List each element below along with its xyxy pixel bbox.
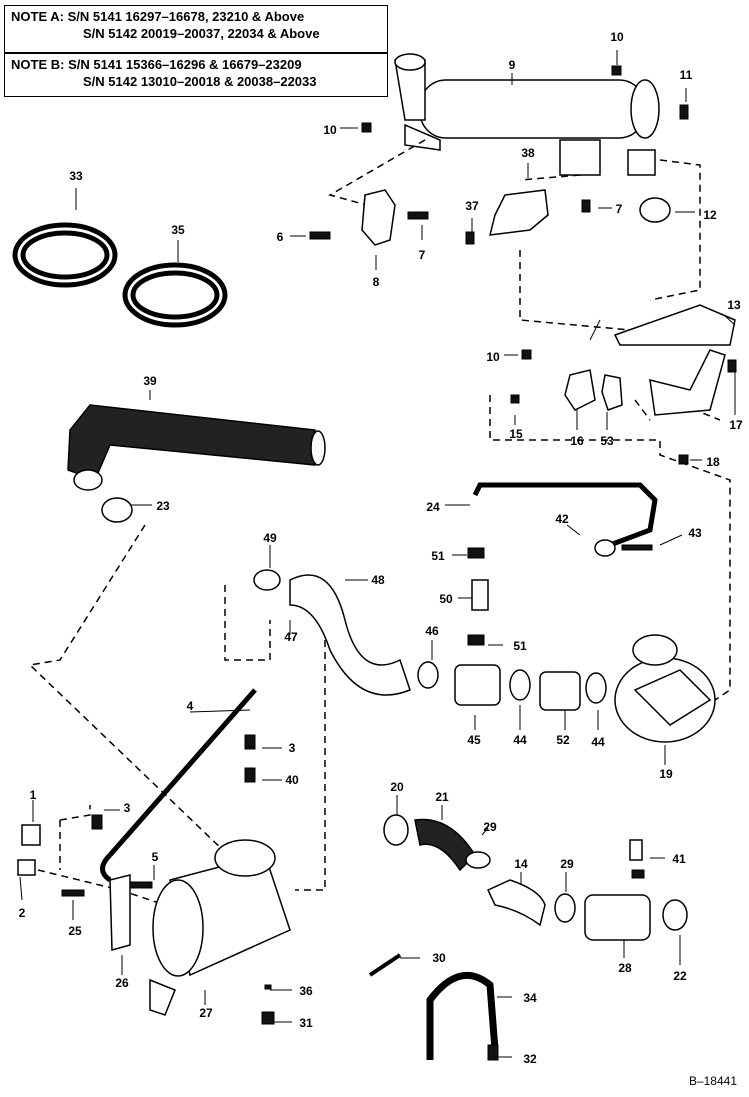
callout-10c: 10: [486, 350, 500, 364]
callout-6: 6: [276, 230, 284, 244]
callout-51b: 51: [513, 639, 527, 653]
exhaust-pipe-13: [613, 304, 736, 346]
callout-21: 21: [435, 790, 449, 804]
callout-9: 9: [508, 58, 516, 72]
callout-50: 50: [439, 592, 453, 606]
callout-13: 13: [727, 298, 741, 312]
callout-5: 5: [151, 850, 159, 864]
callout-24: 24: [426, 500, 440, 514]
callout-19: 19: [659, 767, 673, 781]
callout-41: 41: [672, 852, 686, 866]
callout-22: 22: [673, 969, 687, 983]
hose-34: [426, 972, 499, 1060]
callout-11: 11: [679, 68, 693, 82]
callout-51a: 51: [431, 549, 445, 563]
air-cleaner-27: [149, 839, 291, 1016]
figure-reference: B–18441: [688, 1074, 737, 1088]
callout-16: 16: [570, 434, 584, 448]
callout-30: 30: [432, 951, 446, 965]
note-a-line2: S/N 5142 20019–20037, 22034 & Above: [83, 26, 320, 41]
callout-32: 32: [523, 1052, 537, 1066]
clamp-23: [101, 497, 133, 523]
callout-42: 42: [555, 512, 569, 526]
callout-18: 18: [706, 455, 720, 469]
hose-35: [122, 262, 228, 328]
callout-10a: 10: [610, 30, 624, 44]
callout-3b: 3: [123, 801, 131, 815]
tube-24: [472, 482, 658, 548]
callout-37: 37: [465, 199, 479, 213]
callout-25: 25: [68, 924, 82, 938]
callout-40: 40: [285, 773, 299, 787]
callout-2: 2: [18, 906, 26, 920]
callout-44b: 44: [591, 735, 605, 749]
callout-34: 34: [523, 991, 537, 1005]
hose-33: [12, 222, 118, 288]
note-b-line1: NOTE B: S/N 5141 15366–16296 & 16679–232…: [11, 57, 302, 72]
callout-26: 26: [115, 976, 129, 990]
callout-12: 12: [703, 208, 717, 222]
callout-8: 8: [372, 275, 380, 289]
note-a-line1: NOTE A: S/N 5141 16297–16678, 23210 & Ab…: [11, 9, 305, 24]
bracket-8: [361, 189, 396, 246]
callout-27: 27: [199, 1006, 213, 1020]
callout-7a: 7: [418, 248, 426, 262]
callout-45: 45: [467, 733, 481, 747]
callout-14: 14: [514, 857, 528, 871]
callout-15: 15: [509, 427, 523, 441]
callout-43: 43: [688, 526, 702, 540]
callout-39: 39: [143, 374, 157, 388]
callout-48: 48: [371, 573, 385, 587]
callout-31: 31: [299, 1016, 313, 1030]
gasket-16: [564, 369, 596, 411]
callout-29b: 29: [560, 857, 574, 871]
callout-35: 35: [171, 223, 185, 237]
callout-53: 53: [600, 434, 614, 448]
callout-46: 46: [425, 624, 439, 638]
callout-28: 28: [618, 961, 632, 975]
callout-4: 4: [186, 699, 194, 713]
note-a-box: NOTE A: S/N 5141 16297–16678, 23210 & Ab…: [4, 5, 388, 53]
gasket-53: [601, 374, 623, 411]
callout-33: 33: [69, 169, 83, 183]
callout-10b: 10: [323, 123, 337, 137]
elbow-hose-39: [67, 404, 316, 481]
line-4: [108, 688, 257, 857]
callout-36: 36: [299, 984, 313, 998]
gasket-12: [639, 197, 671, 223]
callout-29a: 29: [483, 820, 497, 834]
callout-38: 38: [521, 146, 535, 160]
nut-10a-icon: [611, 65, 622, 76]
callout-52: 52: [556, 733, 570, 747]
tee-45: [454, 664, 501, 706]
note-b-box: NOTE B: S/N 5141 15366–16296 & 16679–232…: [4, 53, 388, 97]
callout-3a: 3: [288, 741, 296, 755]
callout-17: 17: [729, 418, 743, 432]
turbocharger-19: [614, 634, 716, 743]
tube-28: [584, 894, 651, 941]
callout-7b: 7: [615, 202, 623, 216]
flex-hose-48: [289, 574, 411, 696]
callout-44a: 44: [513, 733, 527, 747]
callout-49: 49: [263, 531, 277, 545]
bracket-38: [489, 189, 549, 236]
callout-1: 1: [29, 788, 37, 802]
callout-47: 47: [284, 630, 298, 644]
note-b-line2: S/N 5142 13010–20018 & 20038–22033: [83, 74, 317, 89]
muffler-part: [394, 53, 660, 176]
callout-20: 20: [390, 780, 404, 794]
callout-23: 23: [156, 499, 170, 513]
elbow-14: [487, 879, 546, 927]
